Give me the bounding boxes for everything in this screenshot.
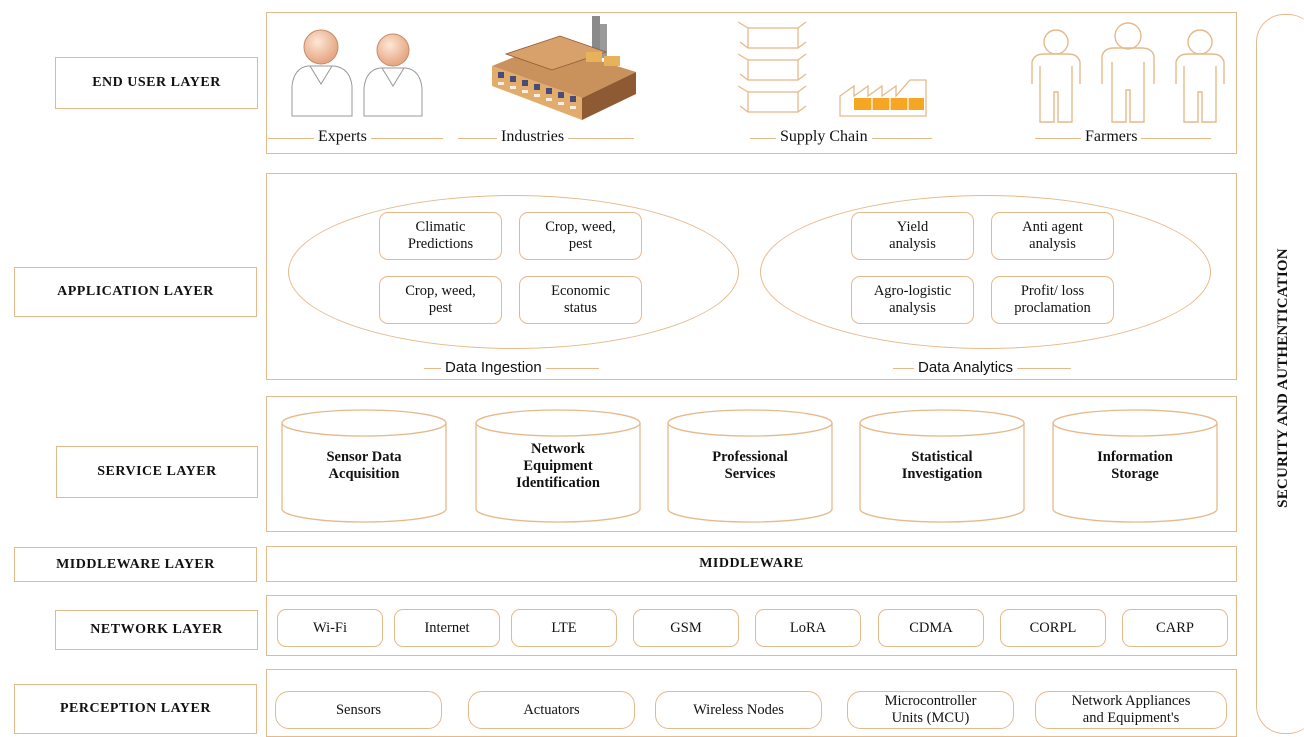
data-analytics-label: Data Analytics — [914, 359, 1018, 376]
perception-item: Actuators — [468, 691, 635, 729]
security-label: SECURITY AND AUTHENTICATION — [1275, 248, 1291, 508]
data-analytics-ellipse — [760, 195, 1211, 349]
analytics-item: Profit/ loss proclamation — [991, 276, 1114, 324]
perception-item: Sensors — [275, 691, 442, 729]
data-ingestion-label: Data Ingestion — [441, 359, 546, 376]
network-item: Wi-Fi — [277, 609, 383, 647]
farmer-icon — [1031, 22, 1225, 123]
network-item: Internet — [394, 609, 500, 647]
perception-item: Microcontroller Units (MCU) — [847, 691, 1014, 729]
service-cylinders — [281, 409, 1218, 523]
network-item: CARP — [1122, 609, 1228, 647]
service-item: Professional Services — [712, 449, 788, 482]
middleware-layer-label: MIDDLEWARE LAYER — [14, 547, 257, 582]
analytics-item: Yield analysis — [851, 212, 974, 260]
service-layer-label: SERVICE LAYER — [56, 446, 258, 498]
warehouse-icon — [839, 79, 927, 117]
perception-layer-label: PERCEPTION LAYER — [14, 684, 257, 734]
ingestion-item: Crop, weed, pest — [519, 212, 642, 260]
factory-icon — [492, 16, 636, 120]
person-icon — [363, 33, 423, 117]
service-item: Statistical Investigation — [901, 449, 983, 482]
middleware-panel: MIDDLEWARE — [266, 546, 1237, 582]
analytics-item: Anti agent analysis — [991, 212, 1114, 260]
experts-label: Experts — [314, 128, 371, 146]
box-icon — [737, 21, 807, 113]
ingestion-item: Economic status — [519, 276, 642, 324]
network-item: GSM — [633, 609, 739, 647]
service-item: Network Equipment Identification — [516, 440, 600, 491]
application-layer-label: APPLICATION LAYER — [14, 267, 257, 317]
perception-item: Network Appliances and Equipment's — [1035, 691, 1227, 729]
security-bracket — [1256, 14, 1304, 734]
network-layer-label: NETWORK LAYER — [55, 610, 258, 650]
network-item: CORPL — [1000, 609, 1106, 647]
supply-chain-label: Supply Chain — [776, 128, 872, 146]
perception-item: Wireless Nodes — [655, 691, 822, 729]
industries-label: Industries — [497, 128, 569, 146]
end-user-layer-panel — [266, 12, 1237, 154]
ingestion-item: Crop, weed, pest — [379, 276, 502, 324]
person-icon — [291, 29, 353, 117]
service-item: Sensor Data Acquisition — [326, 449, 402, 482]
network-item: LTE — [511, 609, 617, 647]
farmers-label: Farmers — [1081, 128, 1142, 146]
service-item: Information Storage — [1097, 449, 1173, 482]
network-item: CDMA — [878, 609, 984, 647]
data-ingestion-ellipse — [288, 195, 739, 349]
analytics-item: Agro-logistic analysis — [851, 276, 974, 324]
ingestion-item: Climatic Predictions — [379, 212, 502, 260]
network-item: LoRA — [755, 609, 861, 647]
end-user-layer-label: END USER LAYER — [55, 57, 258, 109]
